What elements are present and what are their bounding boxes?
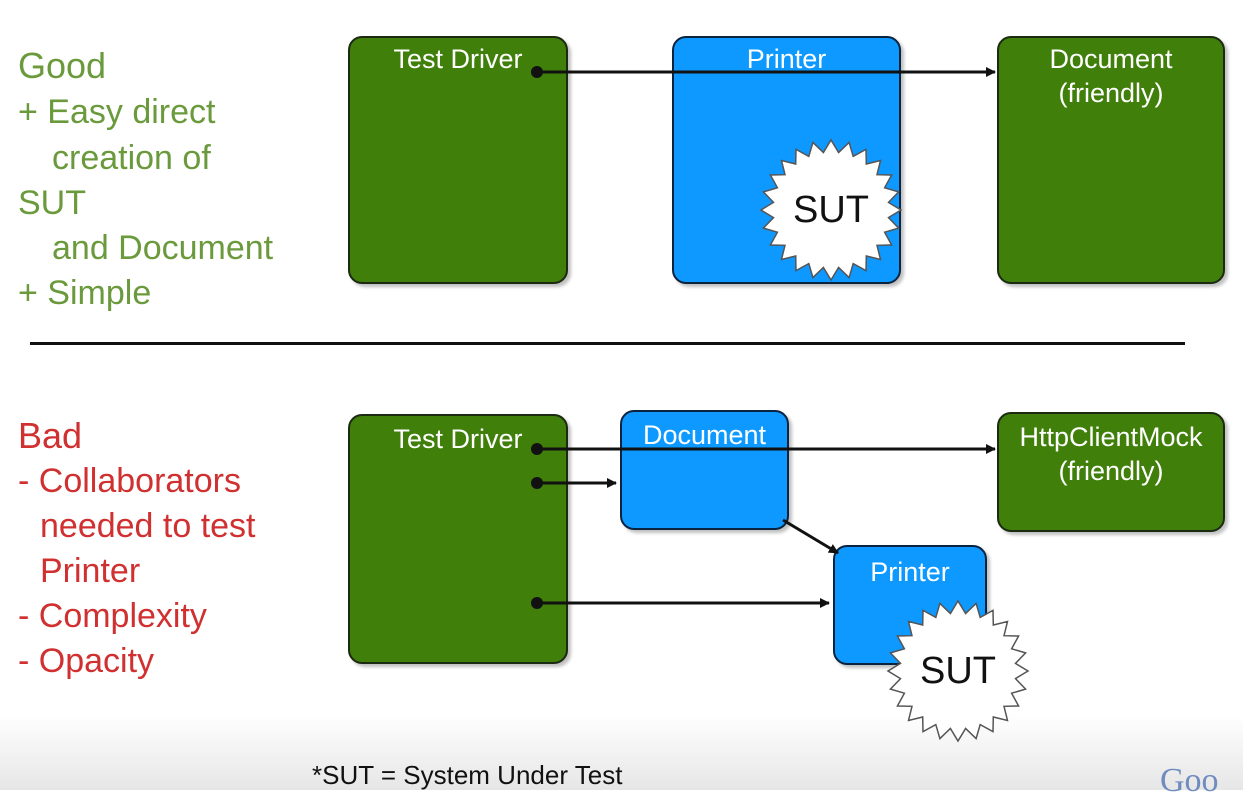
top-test-driver-box: Test Driver bbox=[348, 36, 568, 284]
http-client-mock-name: HttpClientMock bbox=[1019, 422, 1203, 452]
bad-item-2: needed to test bbox=[40, 507, 256, 545]
bottom-test-driver-box: Test Driver bbox=[348, 414, 568, 664]
slide-bottom-band bbox=[0, 715, 1243, 790]
bottom-document-label: Document bbox=[642, 420, 767, 450]
http-client-mock-box: HttpClientMock (friendly) bbox=[997, 412, 1225, 532]
top-printer-label: Printer bbox=[746, 44, 827, 74]
good-item-4: and Document bbox=[52, 229, 274, 267]
good-item-2: creation of bbox=[52, 139, 211, 177]
good-item-1: + Easy direct bbox=[18, 93, 216, 131]
top-document-box: Document (friendly) bbox=[997, 36, 1225, 284]
bottom-sut-starburst-icon bbox=[886, 599, 1030, 743]
top-sut-starburst-icon bbox=[759, 138, 903, 282]
bad-item-5: - Opacity bbox=[18, 642, 155, 680]
bottom-document-box: Document bbox=[620, 410, 789, 530]
top-test-driver-label: Test Driver bbox=[393, 44, 523, 74]
google-logo: Goo bbox=[1160, 762, 1219, 799]
http-client-mock-note: (friendly) bbox=[1058, 456, 1164, 487]
good-item-5: + Simple bbox=[18, 274, 152, 312]
top-document-label: Document (friendly) bbox=[999, 42, 1223, 111]
bottom-sut-label: SUT bbox=[920, 650, 996, 692]
top-document-name: Document bbox=[1049, 44, 1173, 74]
http-client-mock-label: HttpClientMock (friendly) bbox=[999, 420, 1223, 489]
bad-item-3: Printer bbox=[40, 552, 141, 590]
good-item-3: SUT bbox=[18, 184, 86, 222]
top-document-note: (friendly) bbox=[1058, 78, 1164, 109]
bottom-test-driver-label: Test Driver bbox=[393, 424, 523, 454]
bad-item-4: - Complexity bbox=[18, 597, 207, 635]
bad-heading: Bad bbox=[18, 415, 83, 456]
sut-footnote: *SUT = System Under Test bbox=[312, 760, 623, 790]
top-sut-label: SUT bbox=[793, 189, 869, 231]
section-divider bbox=[30, 342, 1185, 345]
bottom-printer-label: Printer bbox=[870, 557, 950, 587]
document-to-printer-arrow bbox=[782, 518, 839, 555]
good-heading: Good bbox=[18, 45, 107, 86]
bad-item-1: - Collaborators bbox=[18, 462, 241, 500]
